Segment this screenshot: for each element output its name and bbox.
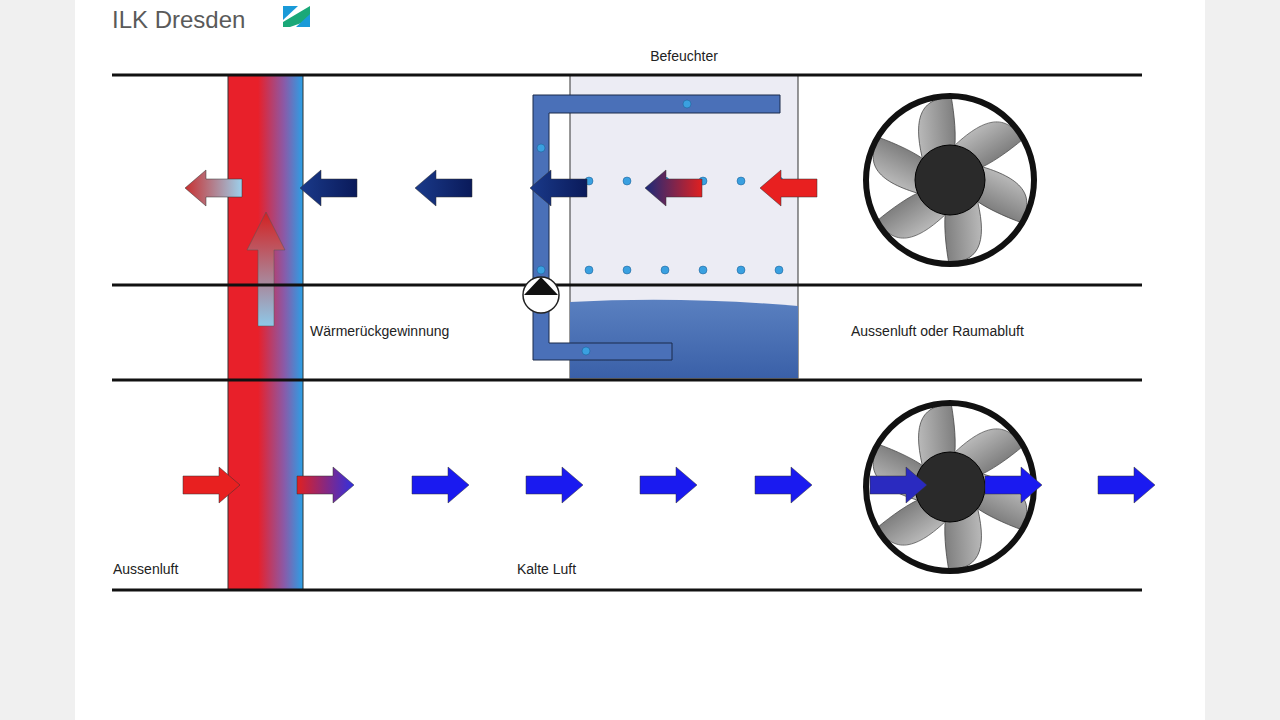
droplet (623, 177, 631, 185)
air-label: Aussenluft (113, 561, 178, 578)
air-arrow (297, 467, 354, 503)
fan-hub (915, 452, 985, 522)
logo-mark (283, 6, 310, 27)
air-arrow (415, 170, 472, 206)
air-arrow (1098, 467, 1155, 503)
node-heading: Befeuchter (570, 48, 798, 64)
droplet (737, 177, 745, 185)
fan-hub (915, 145, 985, 215)
droplet (661, 266, 669, 274)
droplet (737, 266, 745, 274)
part-label: Aussenluft oder Raumabluft (851, 323, 1024, 340)
air-arrow (870, 467, 927, 503)
fan-ring (866, 96, 1034, 264)
air-arrow (412, 467, 469, 503)
heat-flow-arrow (247, 212, 285, 326)
fan (864, 89, 1037, 272)
air-arrow (530, 170, 587, 206)
water-tank (570, 300, 798, 378)
air-arrow (183, 467, 240, 503)
air-arrow (640, 467, 697, 503)
air-arrow (526, 467, 583, 503)
air-arrow (645, 170, 702, 206)
duct-walls (112, 75, 1142, 590)
humidifier-box: Befeuchter (570, 75, 798, 378)
droplet (582, 347, 590, 355)
pump-symbol (523, 277, 559, 313)
water-pipe (533, 95, 780, 360)
air-arrow (300, 170, 357, 206)
droplet (585, 266, 593, 274)
droplet (537, 266, 545, 274)
air-arrows (183, 170, 1155, 503)
droplet (623, 266, 631, 274)
air-arrow (760, 170, 817, 206)
droplet (699, 266, 707, 274)
air-label: Kalte Luft (517, 561, 576, 578)
droplet (775, 266, 783, 274)
logo-text: ILK Dresden (112, 5, 245, 34)
droplet (683, 100, 691, 108)
humidifier-housing (570, 75, 798, 378)
water-droplets (537, 100, 783, 355)
part-label: Wärmerückgewinnung (310, 323, 449, 340)
air-arrow (185, 170, 242, 206)
heat-exchanger (228, 75, 303, 590)
air-arrow (755, 467, 812, 503)
air-arrow (985, 467, 1042, 503)
droplet (537, 144, 545, 152)
